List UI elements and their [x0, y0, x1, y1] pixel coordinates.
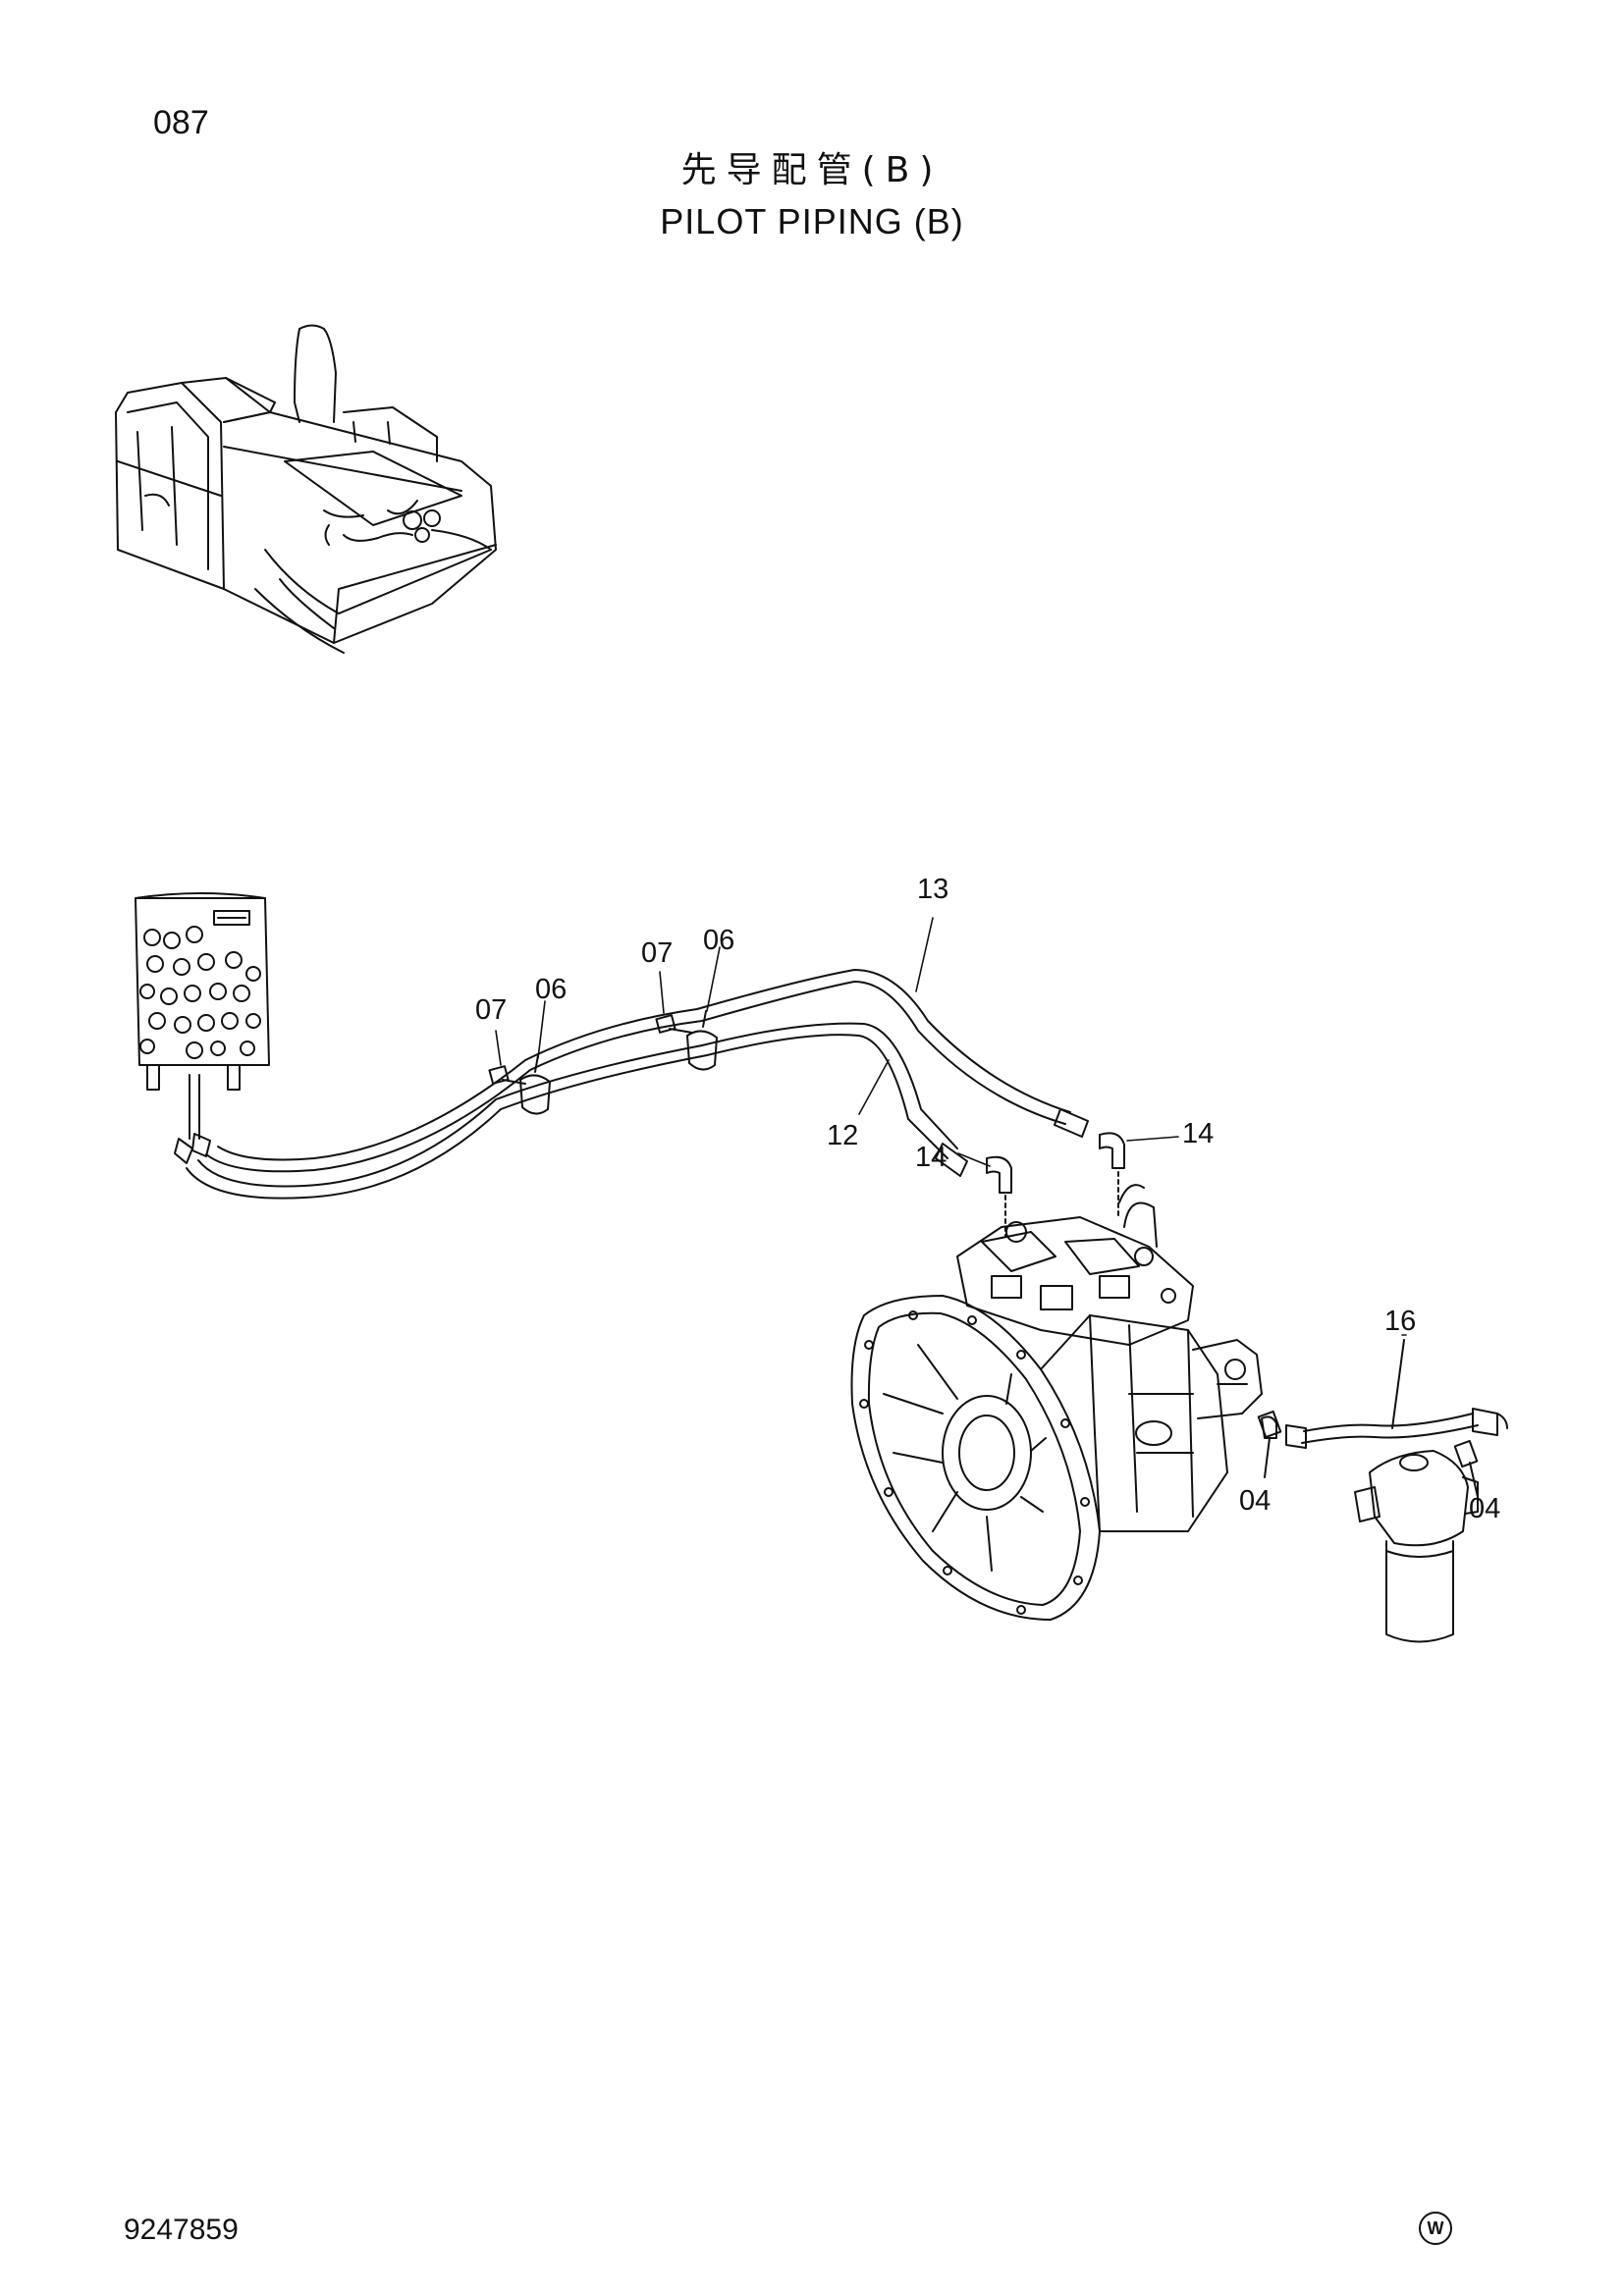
- page-number: 087: [153, 104, 209, 141]
- callout-06: 06: [535, 974, 567, 1005]
- callout-13: 13: [917, 874, 948, 905]
- main-pump-assembly: [850, 1184, 1277, 1621]
- document-number: 9247859: [124, 2214, 239, 2246]
- fitting-04: [1453, 1439, 1479, 1498]
- callout-14: 14: [915, 1142, 947, 1173]
- callout-16: 16: [1384, 1306, 1416, 1337]
- callout-14: 14: [1182, 1118, 1214, 1149]
- footer-mark: W: [1419, 2212, 1452, 2245]
- callout-06: 06: [703, 925, 734, 956]
- page-title-english: PILOT PIPING (B): [660, 201, 964, 241]
- fitting-04: [1257, 1410, 1282, 1478]
- clamp-06: [686, 1010, 718, 1071]
- pilot-valve-block: [135, 892, 270, 1164]
- callout-04: 04: [1469, 1493, 1500, 1524]
- callout-12: 12: [827, 1120, 858, 1151]
- pilot-hose-12: [186, 1022, 968, 1200]
- excavator-overview-illustration: [115, 324, 497, 654]
- pilot-filter: [1354, 1450, 1479, 1643]
- callout-04: 04: [1239, 1485, 1271, 1517]
- pilot-hose-16: [1285, 1339, 1508, 1449]
- page-title-chinese: 先导配管(B): [680, 150, 944, 190]
- bolt-07: [655, 1014, 693, 1034]
- elbow-fitting-14: [1099, 1132, 1125, 1218]
- callout-07: 07: [475, 994, 507, 1026]
- pilot-hose-13: [205, 969, 1089, 1173]
- callout-07: 07: [641, 937, 673, 969]
- elbow-fitting-14: [986, 1155, 1012, 1238]
- bolt-07: [488, 1065, 526, 1085]
- callout-leaders: [495, 917, 1407, 1336]
